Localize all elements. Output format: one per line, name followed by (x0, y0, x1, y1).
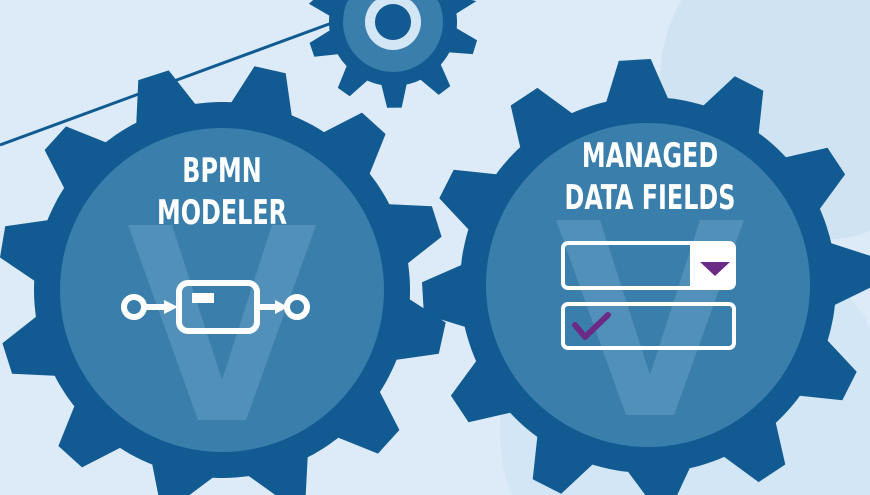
left-gear-title: BPMN MODELER (144, 150, 300, 234)
small-gear (308, 0, 478, 108)
left-gear-face (60, 128, 384, 452)
small-gear-hub (375, 4, 411, 40)
check-icon (572, 312, 611, 340)
chevron-down-icon (700, 262, 730, 276)
left-watermark-v (128, 225, 316, 420)
title-line: MANAGED (581, 136, 719, 176)
bpmn-task-flow-icon (121, 280, 310, 334)
title-line: DATA FIELDS (564, 178, 736, 218)
title-line: MODELER (156, 193, 288, 233)
title-line: BPMN (182, 151, 262, 191)
checkbox-field-icon (561, 302, 736, 350)
bpmn-arrows (164, 293, 288, 314)
right-gear-title: MANAGED DATA FIELDS (549, 135, 752, 219)
right-gear-face (486, 123, 810, 447)
